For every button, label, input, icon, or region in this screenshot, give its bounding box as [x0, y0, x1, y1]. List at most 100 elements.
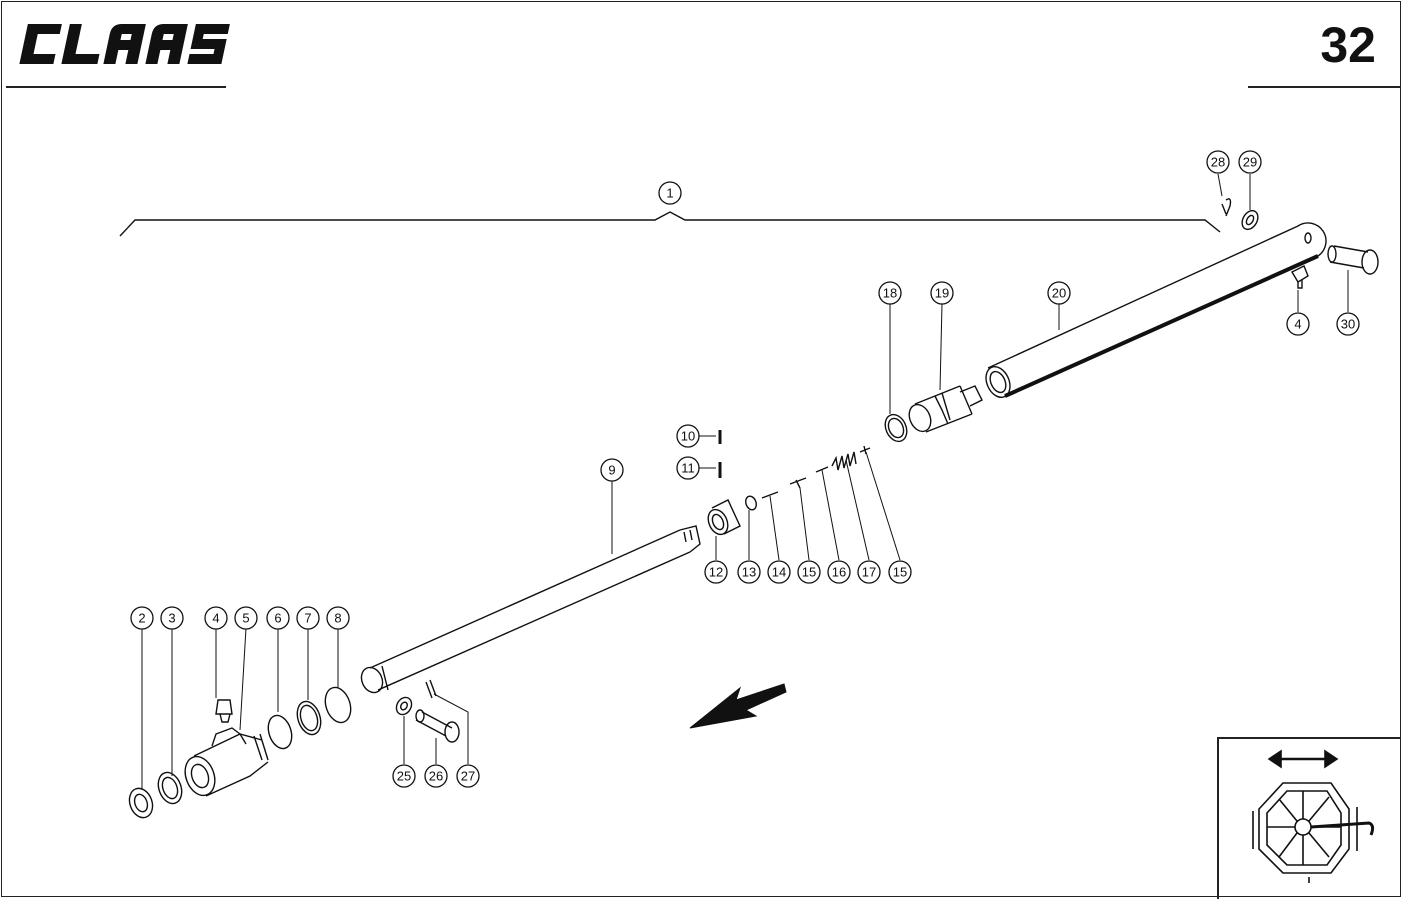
callout-circle: [930, 281, 954, 305]
callout-c4b: 4: [1286, 312, 1310, 336]
ring-part-8: [324, 686, 352, 724]
guide-bushing-part-12: [707, 499, 741, 536]
callout-number: 7: [304, 611, 311, 626]
callout-circle: [827, 560, 851, 584]
callout-number: 30: [1341, 317, 1355, 332]
callout-circle: [456, 764, 480, 788]
rod-part-16: [815, 466, 829, 473]
callout-circle: [857, 560, 881, 584]
location-inset: [1217, 737, 1401, 899]
ring-part-7: [296, 700, 322, 736]
callout-circle: [266, 606, 290, 630]
callout-number: 6: [274, 611, 281, 626]
callout-c12: 12: [704, 560, 728, 584]
callout-number: 18: [883, 286, 897, 301]
callout-number: 15: [893, 565, 907, 580]
callout-number: 28: [1211, 155, 1225, 170]
callout-circle: [160, 606, 184, 630]
callout-c11: 11: [676, 456, 700, 480]
pin-part-14: [761, 491, 779, 499]
callout-c29: 29: [1238, 150, 1262, 174]
claas-logo: [19, 24, 230, 64]
callout-circle: [326, 606, 350, 630]
page-number: 32: [1320, 17, 1376, 73]
piston-part-19: [908, 385, 983, 433]
pin-part-26: [415, 709, 460, 743]
seal-ring-part-18: [884, 413, 908, 443]
callout-number: 15: [802, 565, 816, 580]
callout-circle: [234, 606, 258, 630]
valve-part-15-left: [789, 477, 807, 489]
callout-number: 11: [681, 461, 695, 476]
piston-rod-part-9: [360, 525, 701, 694]
grease-nipple-part-4-right: [1291, 265, 1309, 289]
valve-part-15-right: [859, 445, 871, 455]
callout-circle: [1206, 150, 1230, 174]
callout-c17: 17: [857, 560, 881, 584]
callout-c19: 19: [930, 281, 954, 305]
callout-c4a: 4: [204, 606, 228, 630]
callout-number: 1: [666, 186, 673, 201]
cotter-pin-part-27: [425, 679, 437, 699]
ring-part-6: [267, 714, 293, 750]
callout-number: 14: [772, 565, 786, 580]
callout-circle: [767, 560, 791, 584]
callout-number: 29: [1243, 155, 1257, 170]
callout-circle: [737, 560, 761, 584]
callout-circle: [797, 560, 821, 584]
header-rule-left: [6, 86, 226, 88]
leader-lines: [141, 173, 1349, 790]
callout-number: 12: [709, 565, 723, 580]
callout-circle: [676, 424, 700, 448]
callout-c2: 2: [130, 606, 154, 630]
callout-c13: 13: [737, 560, 761, 584]
callout-circle: [600, 458, 624, 482]
callout-number: 9: [608, 463, 615, 478]
callout-c20: 20: [1047, 281, 1071, 305]
callout-circle: [658, 181, 682, 205]
callout-number: 10: [681, 429, 695, 444]
callout-number: 5: [242, 611, 249, 626]
callout-c30: 30: [1336, 312, 1360, 336]
callout-number: 17: [862, 565, 876, 580]
callout-circle: [888, 560, 912, 584]
spring-part-17: [831, 451, 857, 471]
callout-number: 16: [832, 565, 846, 580]
callout-c18: 18: [878, 281, 902, 305]
callout-c15a: 15: [797, 560, 821, 584]
callout-c5: 5: [234, 606, 258, 630]
callout-c3: 3: [160, 606, 184, 630]
callout-number: 20: [1052, 286, 1066, 301]
callout-number: 19: [935, 286, 949, 301]
arrow-down-left-icon: [689, 683, 787, 729]
callout-c16: 16: [827, 560, 851, 584]
callout-c9: 9: [600, 458, 624, 482]
callout-circle: [130, 606, 154, 630]
outer-tube-part-20: [985, 222, 1327, 398]
callout-number: 2: [138, 611, 145, 626]
nut-part-2: [128, 787, 154, 819]
double-arrow-horizontal-icon: [1267, 749, 1339, 769]
callout-number: 25: [397, 769, 411, 784]
reel-location-icon: [1252, 749, 1375, 883]
callout-c27: 27: [456, 764, 480, 788]
washer-part-29: [1241, 209, 1259, 231]
callout-circle: [296, 606, 320, 630]
assembly-bracket: [119, 211, 1221, 237]
callout-circle: [424, 764, 448, 788]
header-rule-right: [1248, 86, 1400, 88]
nut-part-3: [157, 771, 183, 805]
callout-circle: [704, 560, 728, 584]
callout-circle: [1336, 312, 1360, 336]
clip-part-28: [1221, 198, 1232, 217]
callout-c14: 14: [767, 560, 791, 584]
callout-c25: 25: [392, 764, 416, 788]
callout-c8: 8: [326, 606, 350, 630]
callout-circle: [1238, 150, 1262, 174]
pin-part-30: [1327, 245, 1379, 275]
callout-number: 3: [168, 611, 175, 626]
callout-number: 27: [461, 769, 475, 784]
